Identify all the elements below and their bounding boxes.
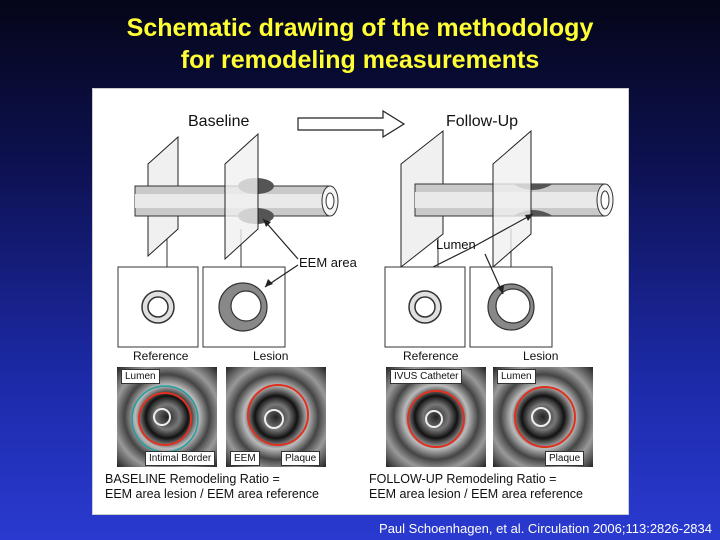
ivus-tag-plaque-followup: Plaque — [545, 451, 585, 466]
baseline-reference-caption: Reference — [133, 349, 189, 363]
baseline-vessel-schematic — [117, 132, 339, 348]
followup-label: Follow-Up — [446, 113, 519, 130]
title-line-1: Schematic drawing of the methodology — [126, 14, 594, 42]
slide-title: Schematic drawing of the methodology for… — [0, 12, 720, 76]
baseline-ratio-text: BASELINE Remodeling Ratio = EEM area les… — [105, 472, 319, 502]
followup-ratio-line-1: FOLLOW-UP Remodeling Ratio = — [369, 472, 557, 486]
followup-ratio-line-2: EEM area lesion / EEM area reference — [369, 487, 583, 501]
baseline-lesion-ivus-image — [226, 367, 326, 467]
ivus-tag-intimal-border: Intimal Border — [145, 451, 216, 466]
baseline-ratio-line-2: EEM area lesion / EEM area reference — [105, 487, 319, 501]
eem-area-label: EEM area — [299, 255, 357, 270]
ivus-tag-ivus-catheter: IVUS Catheter — [390, 369, 463, 384]
ivus-tag-lumen: Lumen — [121, 369, 160, 384]
figure-panel: Baseline Follow-Up EEM area Lumen Refere… — [92, 88, 629, 515]
title-line-2: for remodeling measurements — [180, 46, 540, 74]
baseline-to-followup-arrow — [297, 109, 406, 139]
baseline-label: Baseline — [188, 113, 250, 130]
ivus-tag-lumen-followup: Lumen — [497, 369, 536, 384]
ivus-tag-plaque: Plaque — [281, 451, 321, 466]
followup-vessel-schematic — [384, 129, 614, 348]
citation: Paul Schoenhagen, et al. Circulation 200… — [379, 521, 712, 536]
schematic-drawing — [117, 109, 614, 348]
lumen-label: Lumen — [436, 237, 476, 252]
followup-lesion-caption: Lesion — [523, 349, 559, 363]
baseline-lesion-caption: Lesion — [253, 349, 289, 363]
baseline-ratio-line-1: BASELINE Remodeling Ratio = — [105, 472, 280, 486]
ivus-tag-eem: EEM — [230, 451, 260, 466]
followup-ratio-text: FOLLOW-UP Remodeling Ratio = EEM area le… — [369, 472, 583, 502]
followup-reference-caption: Reference — [403, 349, 459, 363]
